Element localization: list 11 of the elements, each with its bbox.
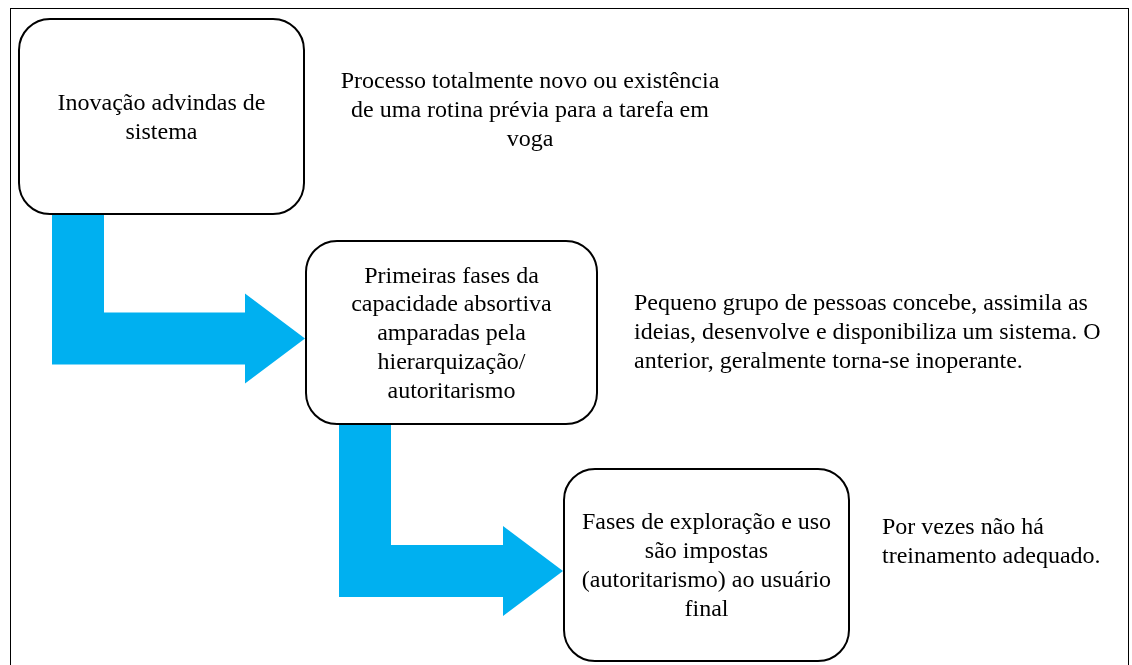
process-box — [18, 18, 305, 215]
arrow — [339, 425, 563, 616]
process-box — [563, 468, 850, 662]
box-text: Fases de exploração e uso são impostas (autoritarismo) ao usuário final — [580, 507, 833, 623]
description-text: Processo totalmente novo ou existência de uma rotina prévia para a tarefa em voga — [339, 66, 721, 153]
description-text: Pequeno grupo de pessoas concebe, assimila as ideias, desenvolve e disponibiliza um sistema. O anterior, geralmente torna-se inoperante. — [634, 288, 1102, 375]
description-text: Por vezes não há treinamento adequado. — [882, 512, 1102, 570]
box-text: Primeiras fases da capacidade absortiva amparadas pela hierarquização/ autoritarismo — [350, 260, 553, 405]
box-text: Inovação advindas de sistema — [56, 87, 267, 146]
process-box — [305, 240, 598, 425]
arrow — [52, 215, 305, 384]
